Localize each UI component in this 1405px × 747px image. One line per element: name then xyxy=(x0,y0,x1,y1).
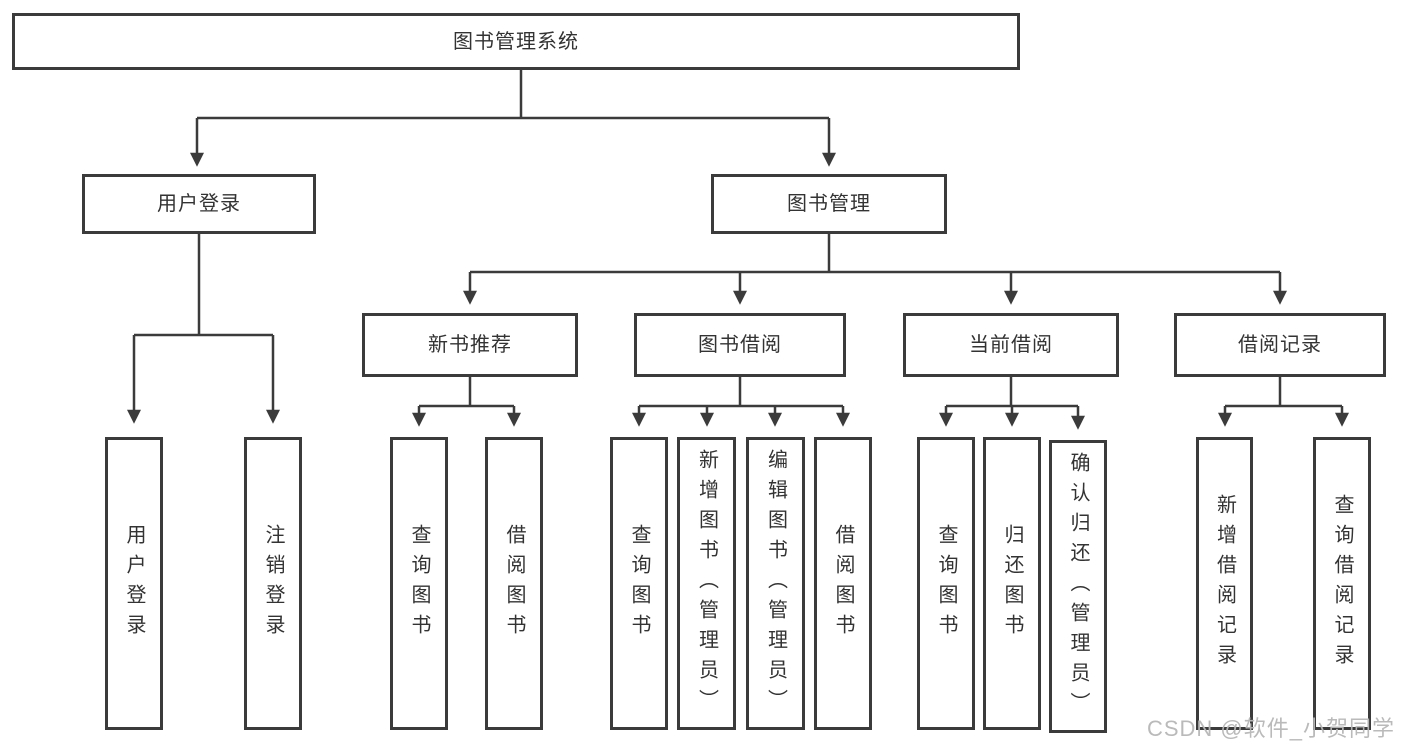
node-user-login: 用户登录 xyxy=(105,437,163,730)
node-borrowing-records: 借阅记录 xyxy=(1174,313,1386,377)
node-bb-add-books-admin: 新增图书（管理员） xyxy=(677,437,736,730)
connector-records-split xyxy=(1225,377,1342,408)
node-cb-query-books: 查询图书 xyxy=(917,437,975,730)
connector-newbook-split xyxy=(419,377,514,408)
node-cb-confirm-return-admin: 确认归还（管理员） xyxy=(1049,440,1107,733)
connector-borrow-split xyxy=(639,377,843,408)
csdn-watermark: CSDN @软件_小贺同学 xyxy=(1146,716,1395,741)
node-br-add-record: 新增借阅记录 xyxy=(1196,437,1253,730)
node-current-borrowing: 当前借阅 xyxy=(903,313,1119,377)
node-cb-return-books: 归还图书 xyxy=(983,437,1041,730)
node-book-borrowing: 图书借阅 xyxy=(634,313,846,377)
connector-bookmgmt-split xyxy=(470,234,1280,274)
node-logout: 注销登录 xyxy=(244,437,302,730)
node-nb-query-books: 查询图书 xyxy=(390,437,448,730)
node-br-query-record: 查询借阅记录 xyxy=(1313,437,1371,730)
node-new-book-recommendation: 新书推荐 xyxy=(362,313,578,377)
connector-root-split xyxy=(197,70,829,120)
node-bb-edit-books-admin: 编辑图书（管理员） xyxy=(746,437,805,730)
node-nb-borrow-books: 借阅图书 xyxy=(485,437,543,730)
node-book-management: 图书管理 xyxy=(711,174,947,234)
connector-current-split xyxy=(946,377,1078,408)
connector-userlogin-split xyxy=(134,234,273,337)
node-bb-query-books: 查询图书 xyxy=(610,437,668,730)
node-root: 图书管理系统 xyxy=(12,13,1020,70)
node-user-login-group: 用户登录 xyxy=(82,174,316,234)
node-bb-borrow-books: 借阅图书 xyxy=(814,437,872,730)
